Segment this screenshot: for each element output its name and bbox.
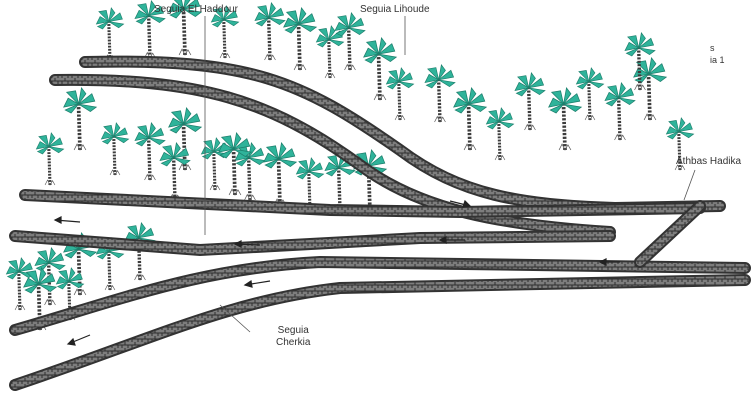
label-seguia-cherkia: Seguia Cherkia	[276, 325, 310, 349]
label-seguia-el-haddour: Seguia El Haddour	[154, 4, 238, 16]
label-corner-mark-line1: s	[710, 42, 725, 54]
label-corner-mark: s ia 1	[710, 42, 725, 66]
palm-tree-icon	[135, 123, 165, 180]
palm-tree-icon	[96, 8, 123, 60]
palm-tree-icon	[549, 88, 582, 150]
label-athbas-hadika: Athbas Hadika	[676, 156, 741, 168]
palm-tree-icon	[386, 68, 413, 120]
palm-tree-icon	[296, 158, 323, 210]
flow-arrow-icon	[68, 335, 90, 345]
channels	[15, 62, 745, 385]
palm-tree-icon	[64, 88, 97, 150]
palm-tree-icon	[219, 133, 252, 195]
palm-tree-icon	[36, 133, 63, 185]
palm-tree-icon	[364, 38, 397, 100]
palm-tree-icon	[425, 65, 455, 122]
flow-arrow-icon	[55, 217, 80, 223]
palm-tree-icon	[101, 123, 128, 175]
palm-tree-icon	[160, 143, 190, 200]
palm-tree-icon	[576, 68, 603, 120]
palm-tree-icon	[255, 3, 285, 60]
flow-arrow-icon	[245, 281, 270, 287]
palm-tree-icon	[284, 8, 317, 70]
palm-tree-icon	[605, 83, 635, 140]
palm-tree-icon	[264, 143, 297, 205]
palm-tree-icon	[454, 88, 487, 150]
label-seguia-cherkia-line1: Seguia	[276, 325, 310, 337]
label-corner-mark-line2: ia 1	[710, 54, 725, 66]
label-seguia-lihoude: Seguia Lihoude	[360, 4, 430, 16]
label-seguia-cherkia-line2: Cherkia	[276, 337, 310, 349]
palm-tree-icon	[515, 73, 545, 130]
palm-tree-icon	[486, 108, 513, 160]
